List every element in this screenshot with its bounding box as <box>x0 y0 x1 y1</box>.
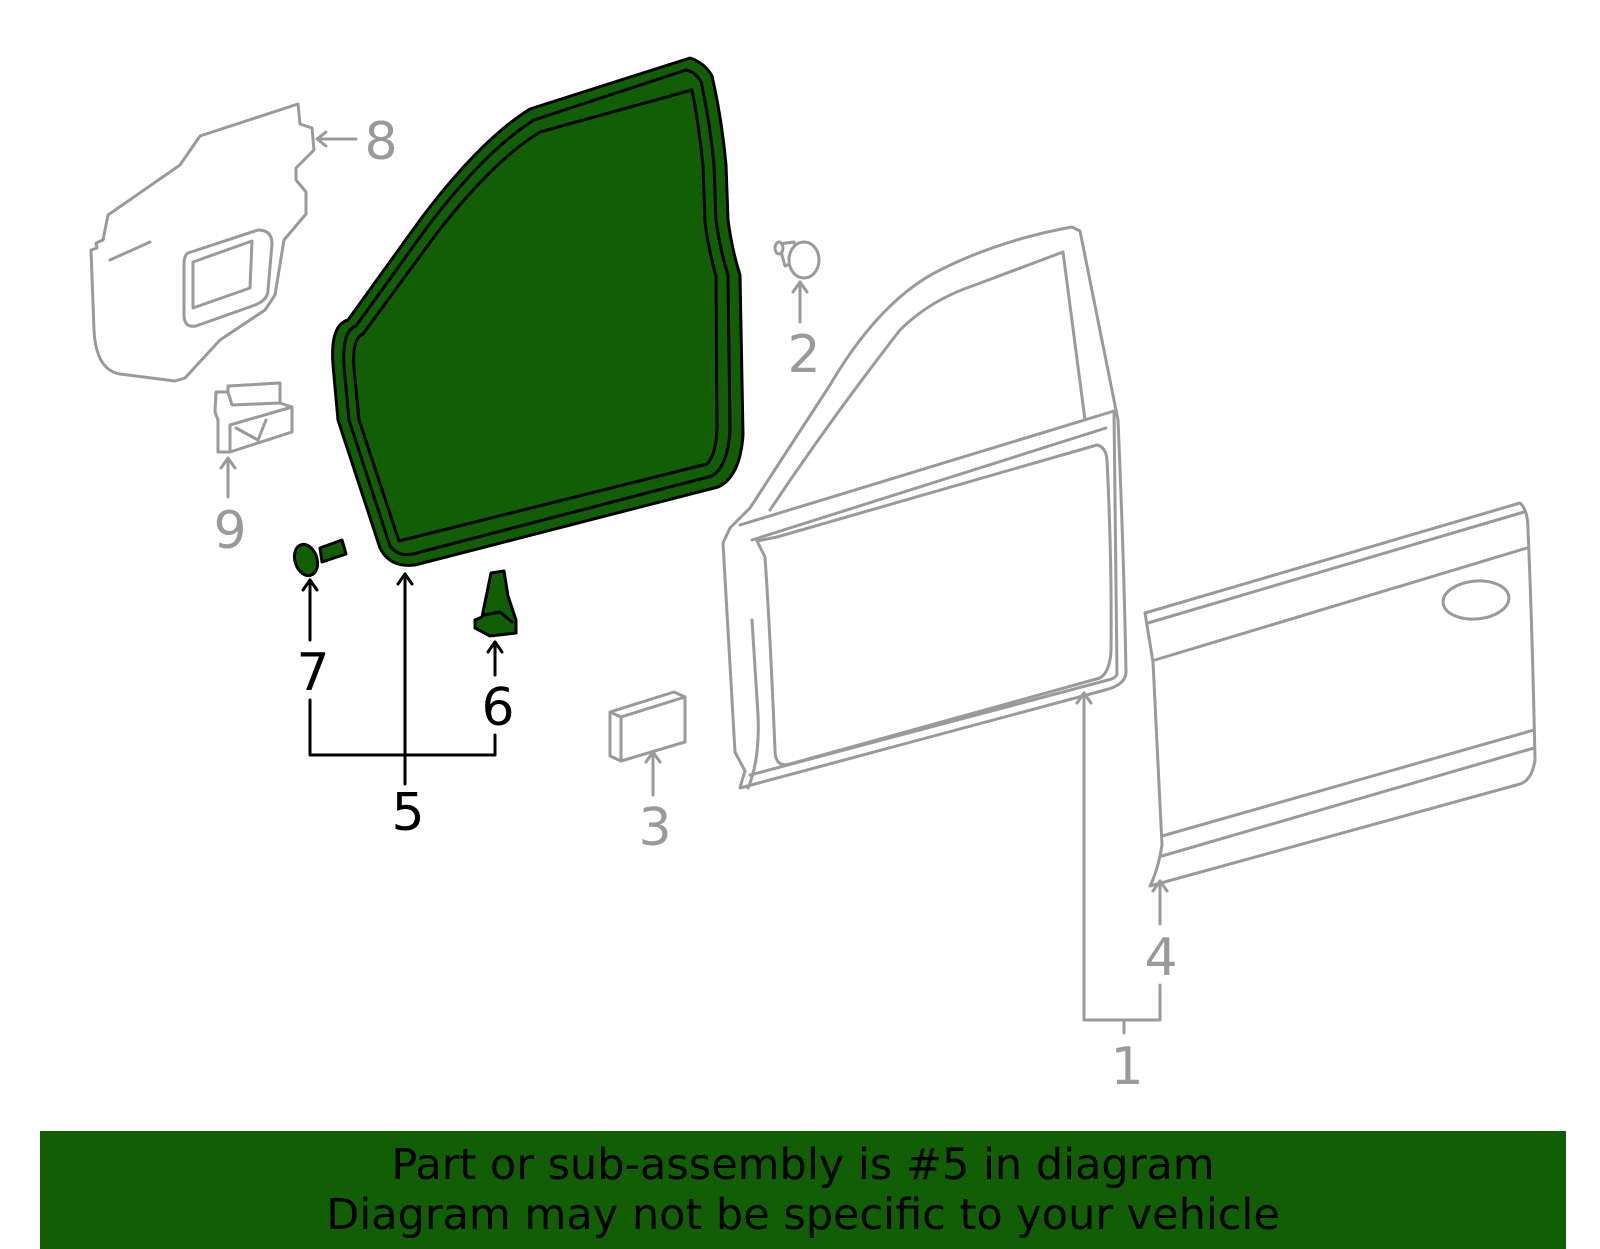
part-9-clip[interactable] <box>213 381 294 454</box>
callout-2: 2 <box>787 280 821 385</box>
callout-5-label: 5 <box>391 783 424 843</box>
banner-line-1: Part or sub-assembly is #5 in diagram <box>391 1140 1215 1190</box>
info-banner: Part or sub-assembly is #5 in diagram Di… <box>40 1131 1566 1249</box>
part-8-trim-panel[interactable] <box>89 102 316 383</box>
part-2-plug[interactable] <box>773 240 821 280</box>
callout-4-label: 4 <box>1144 928 1177 988</box>
part-5-weatherstrip[interactable] <box>331 56 745 567</box>
callout-8: 8 <box>315 112 398 172</box>
callout-8-label: 8 <box>364 112 397 172</box>
part-6-clip[interactable] <box>473 569 518 638</box>
bracket-5 <box>308 698 497 757</box>
callout-6-label: 6 <box>481 678 514 738</box>
part-3-pad[interactable] <box>608 690 687 763</box>
callout-1: 1 <box>1075 691 1162 1097</box>
callout-9-label: 9 <box>213 501 246 561</box>
callout-5: 5 <box>391 572 425 843</box>
callout-7-label: 7 <box>296 643 329 703</box>
callout-4: 4 <box>1144 879 1178 988</box>
callout-3-label: 3 <box>638 798 671 858</box>
callout-1-label: 1 <box>1110 1037 1143 1097</box>
banner-line-2: Diagram may not be specific to your vehi… <box>326 1190 1280 1240</box>
part-1-door-shell[interactable] <box>721 225 1128 790</box>
callout-2-label: 2 <box>787 325 820 385</box>
callout-3: 3 <box>638 750 672 858</box>
callout-6: 6 <box>481 640 515 738</box>
part-4-outer-panel[interactable] <box>1143 501 1537 888</box>
part-7-pin[interactable] <box>291 538 348 579</box>
callout-9: 9 <box>213 456 247 561</box>
callout-7: 7 <box>296 578 330 703</box>
